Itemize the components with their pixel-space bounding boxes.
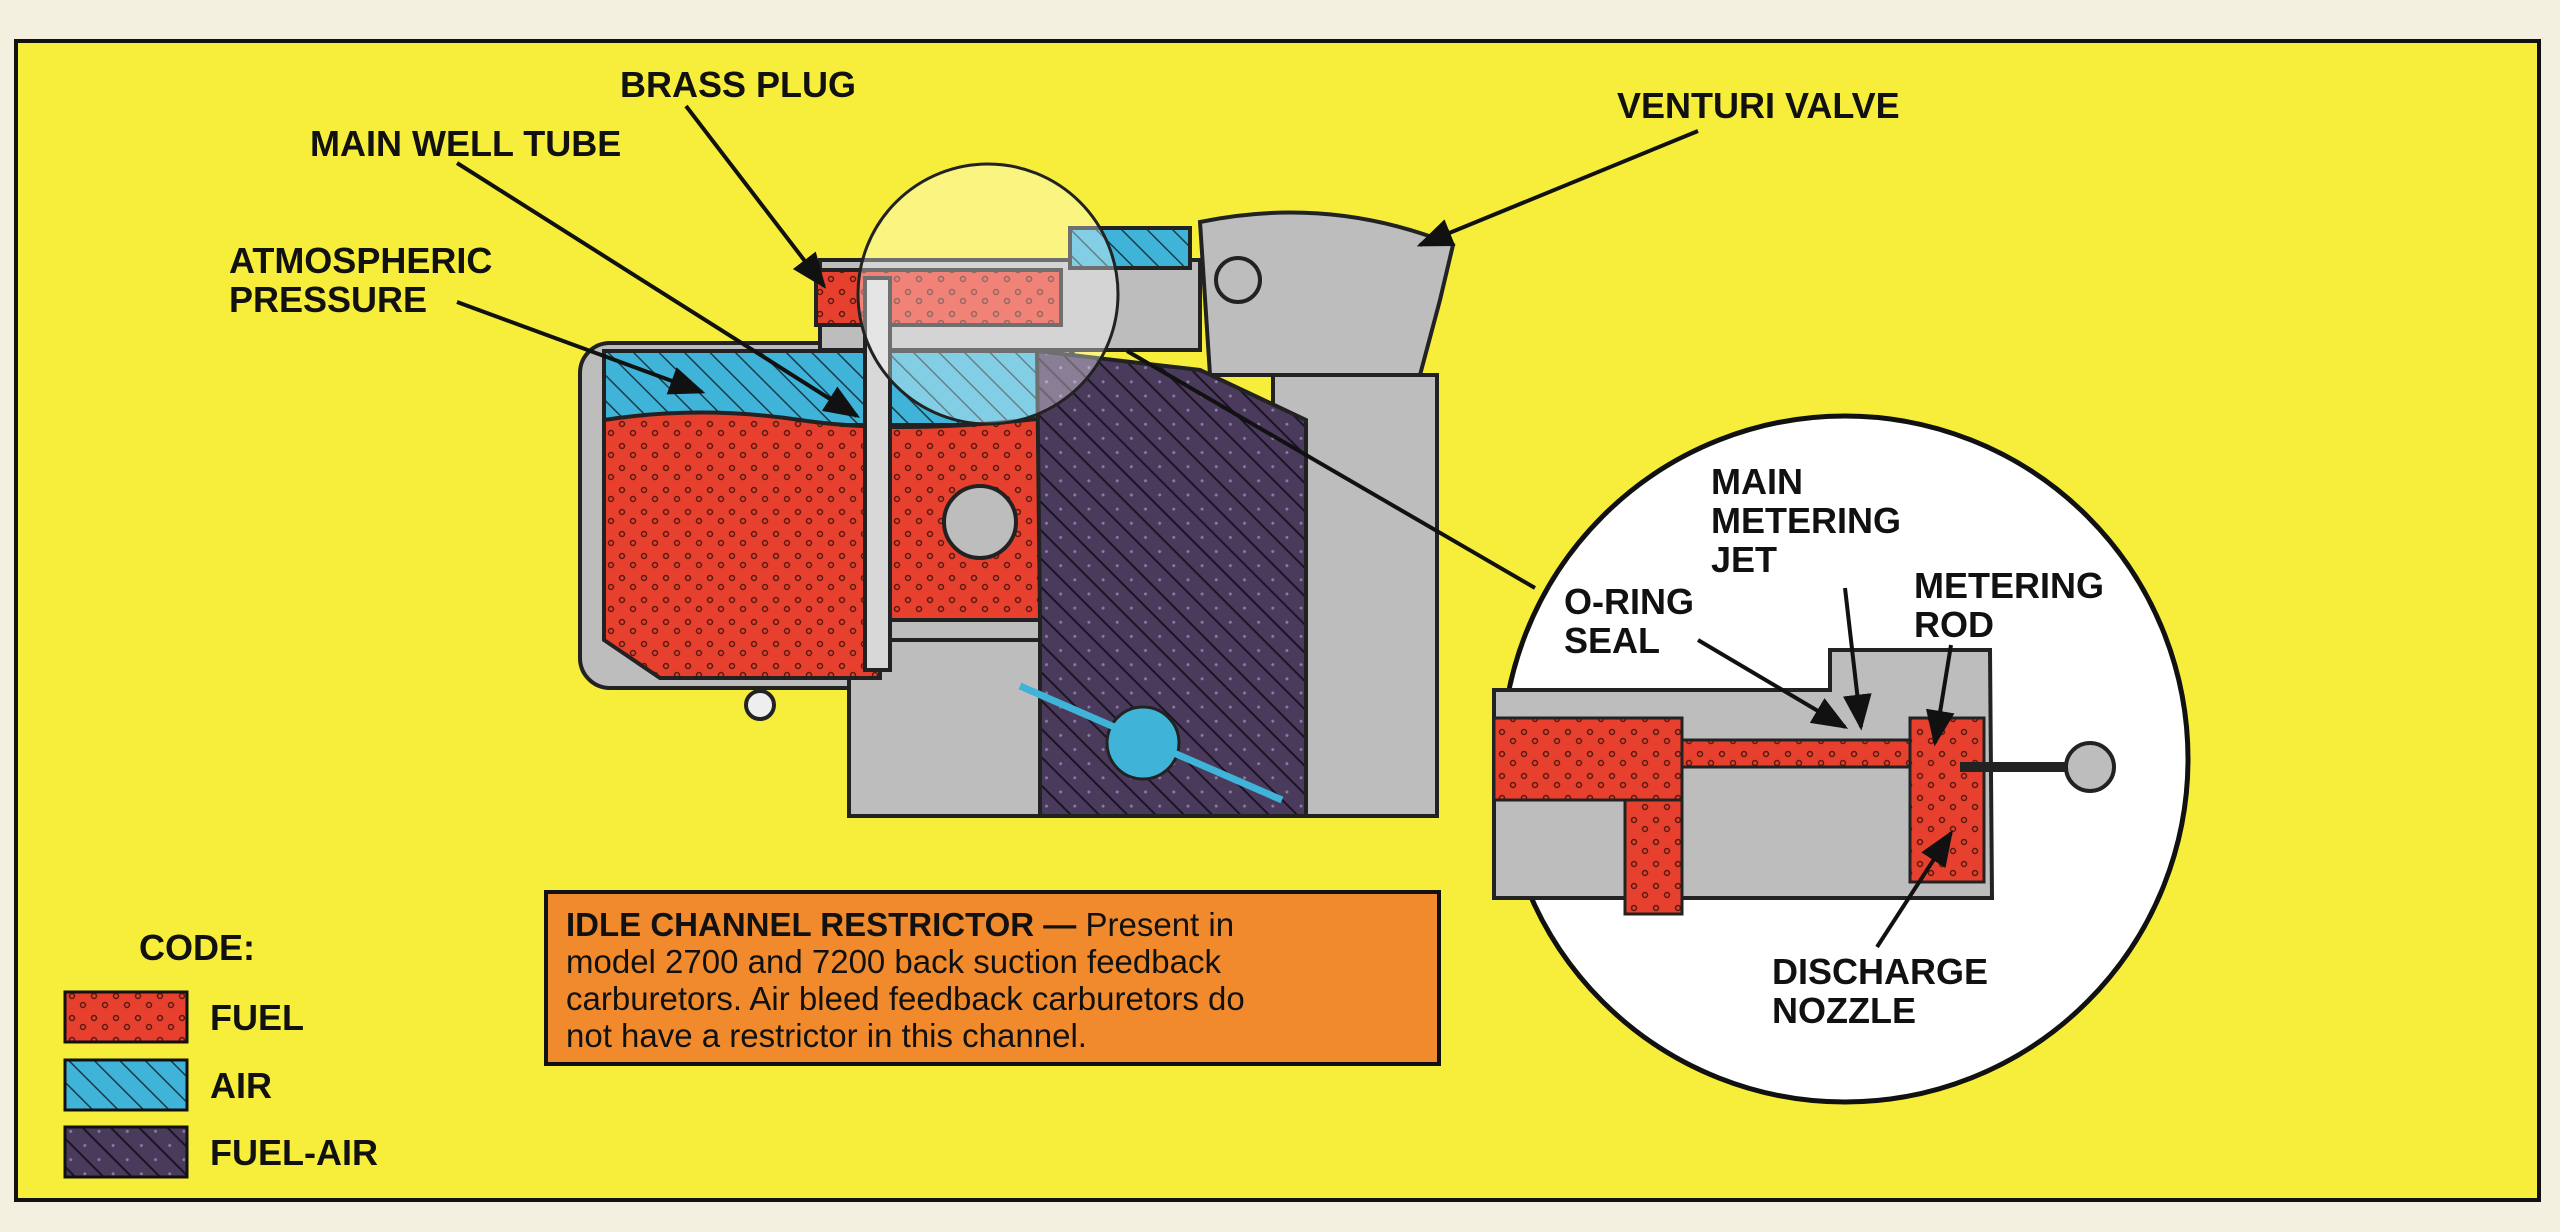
callout-connector <box>1125 349 1537 590</box>
label-main-well-tube: MAIN WELL TUBE <box>310 123 621 164</box>
legend-swatch-fuel-air <box>63 1125 189 1179</box>
label-o-ring: O-RING <box>1564 581 1694 622</box>
legend-swatch-fuel <box>63 990 189 1044</box>
label-discharge: DISCHARGE <box>1772 951 1988 992</box>
idle-channel-restrictor-note: IDLE CHANNEL RESTRICTOR — Present in mod… <box>544 890 1441 1066</box>
fuel-air-column <box>1034 348 1308 818</box>
carburetor-body <box>578 210 1456 818</box>
label-nozzle: NOZZLE <box>1772 990 1916 1031</box>
venturi-valve <box>1197 210 1456 377</box>
note-line1: Present in <box>1085 906 1235 943</box>
note-line2: model 2700 and 7200 back suction feedbac… <box>566 943 1221 980</box>
note-line3: carburetors. Air bleed feedback carburet… <box>566 980 1245 1017</box>
legend: CODE: FUEL AIR FUEL-AIR <box>63 927 378 1179</box>
leader-lines <box>455 104 1955 949</box>
label-main: MAIN <box>1711 461 1803 502</box>
note-title: IDLE CHANNEL RESTRICTOR — <box>566 906 1077 943</box>
note-line4: not have a restrictor in this channel. <box>566 1017 1087 1054</box>
label-metering-rod-1: METERING <box>1914 565 2104 606</box>
label-metering-rod-2: ROD <box>1914 604 1994 645</box>
legend-label-air: AIR <box>210 1065 272 1106</box>
label-atmospheric: ATMOSPHERIC <box>229 240 492 281</box>
throttle-plate <box>1018 682 1284 804</box>
legend-title: CODE: <box>139 927 255 968</box>
label-venturi-valve: VENTURI VALVE <box>1617 85 1900 126</box>
label-seal: SEAL <box>1564 620 1660 661</box>
label-jet: JET <box>1711 539 1777 580</box>
label-metering: METERING <box>1711 500 1901 541</box>
label-pressure: PRESSURE <box>229 279 427 320</box>
legend-label-fuel-air: FUEL-AIR <box>210 1132 378 1173</box>
detail-callout-circle <box>856 162 1120 426</box>
legend-swatch-air <box>63 1058 189 1112</box>
label-brass-plug: BRASS PLUG <box>620 64 856 105</box>
legend-label-fuel: FUEL <box>210 997 304 1038</box>
